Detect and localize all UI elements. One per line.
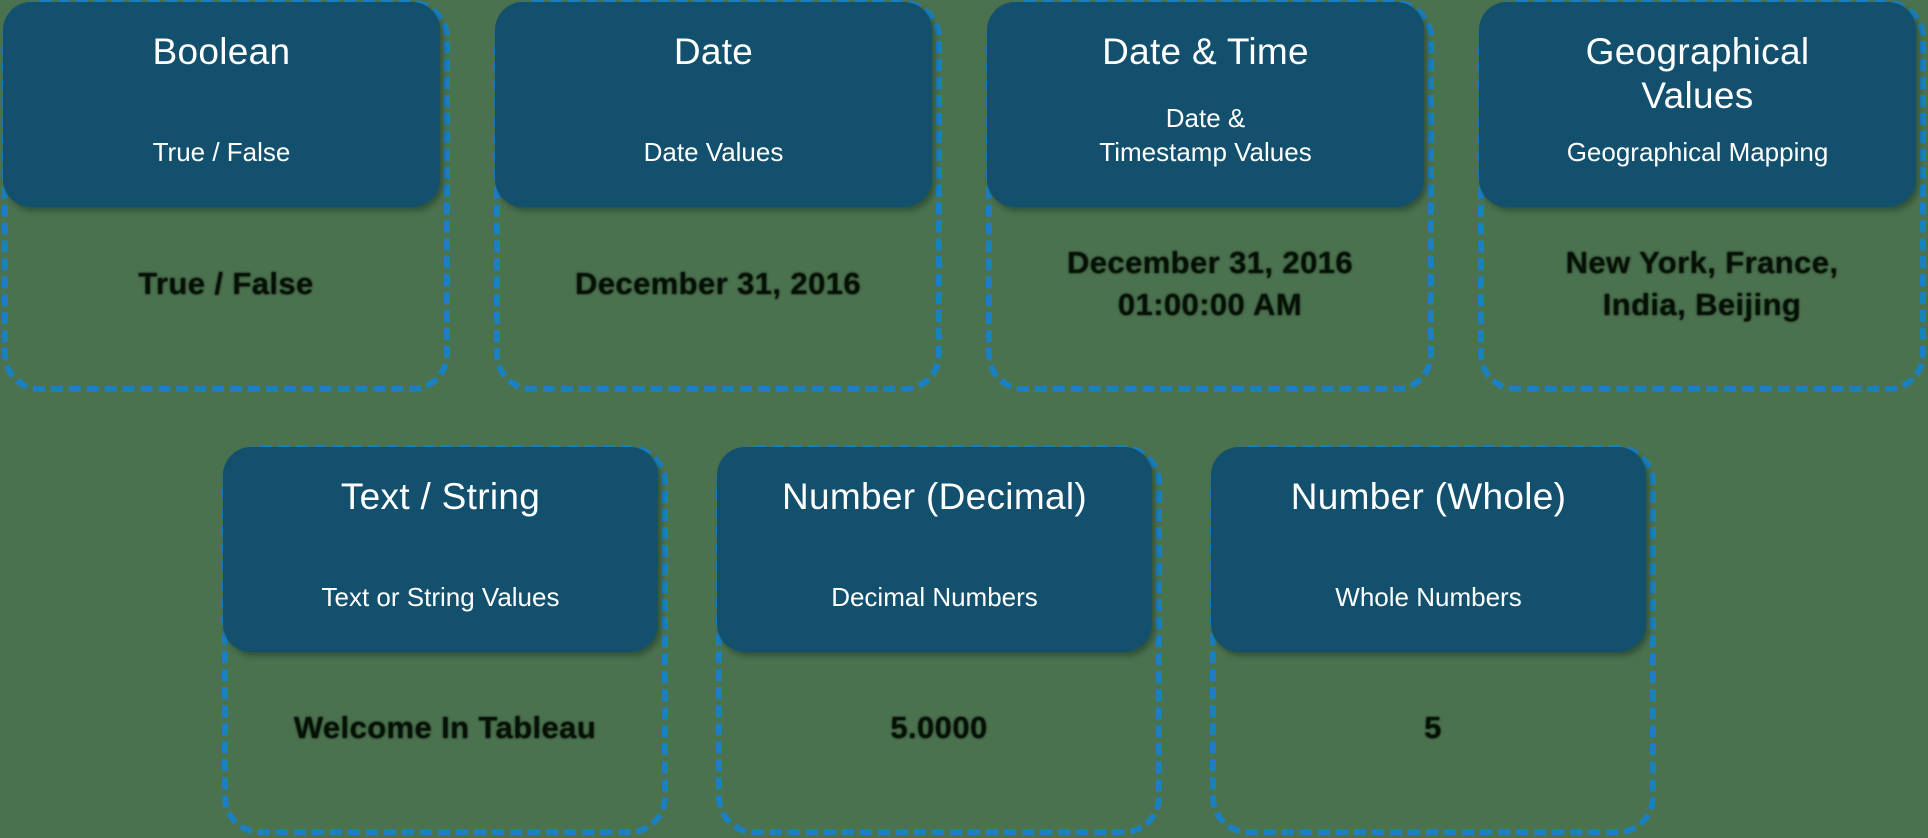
card-number-decimal: Number (Decimal) Decimal Numbers 5.0000 [716,445,1162,835]
card-example-value: New York, France, India, Beijing [1565,244,1839,322]
card-title: Text / String [340,476,541,517]
card-number-whole: Number (Whole) Whole Numbers 5 [1210,445,1656,835]
card-title: Geographical Values [1585,31,1810,116]
card-title: Number (Decimal) [782,476,1087,517]
card-date-time: Date & Time Date & Timestamp Values Dece… [986,0,1434,392]
card-header: Date & Time Date & Timestamp Values [987,2,1424,207]
card-subtitle: Geographical Mapping [1566,136,1829,167]
card-subtitle: Date & Timestamp Values [1099,103,1312,167]
card-title: Boolean [152,31,291,72]
card-boolean: Boolean True / False True / False [2,0,450,392]
card-title: Number (Whole) [1290,476,1567,517]
card-header: Number (Whole) Whole Numbers [1211,447,1646,652]
card-header: Date Date Values [495,2,932,207]
card-subtitle: Whole Numbers [1335,581,1522,612]
data-types-row-top: Boolean True / False True / False Date D… [2,0,1926,392]
card-header: Number (Decimal) Decimal Numbers [717,447,1152,652]
card-example-value: December 31, 2016 01:00:00 AM [1067,244,1353,322]
card-geographical-values: Geographical Values Geographical Mapping… [1478,0,1926,392]
card-example-value: True / False [138,265,314,301]
card-example-value: Welcome In Tableau [293,709,597,745]
card-date: Date Date Values December 31, 2016 [494,0,942,392]
card-header: Boolean True / False [3,2,440,207]
card-subtitle: Text or String Values [321,581,560,612]
card-subtitle: Decimal Numbers [831,581,1038,612]
card-subtitle: Date Values [643,136,784,167]
card-example-value: 5 [1424,709,1442,745]
card-example-value: 5.0000 [890,709,988,745]
card-text-string: Text / String Text or String Values Welc… [222,445,668,835]
card-header: Geographical Values Geographical Mapping [1479,2,1916,207]
card-example-value: December 31, 2016 [575,265,861,301]
card-header: Text / String Text or String Values [223,447,658,652]
card-subtitle: True / False [152,136,291,167]
card-title: Date [673,31,754,72]
card-title: Date & Time [1102,31,1309,72]
data-types-row-bottom: Text / String Text or String Values Welc… [222,445,1656,835]
